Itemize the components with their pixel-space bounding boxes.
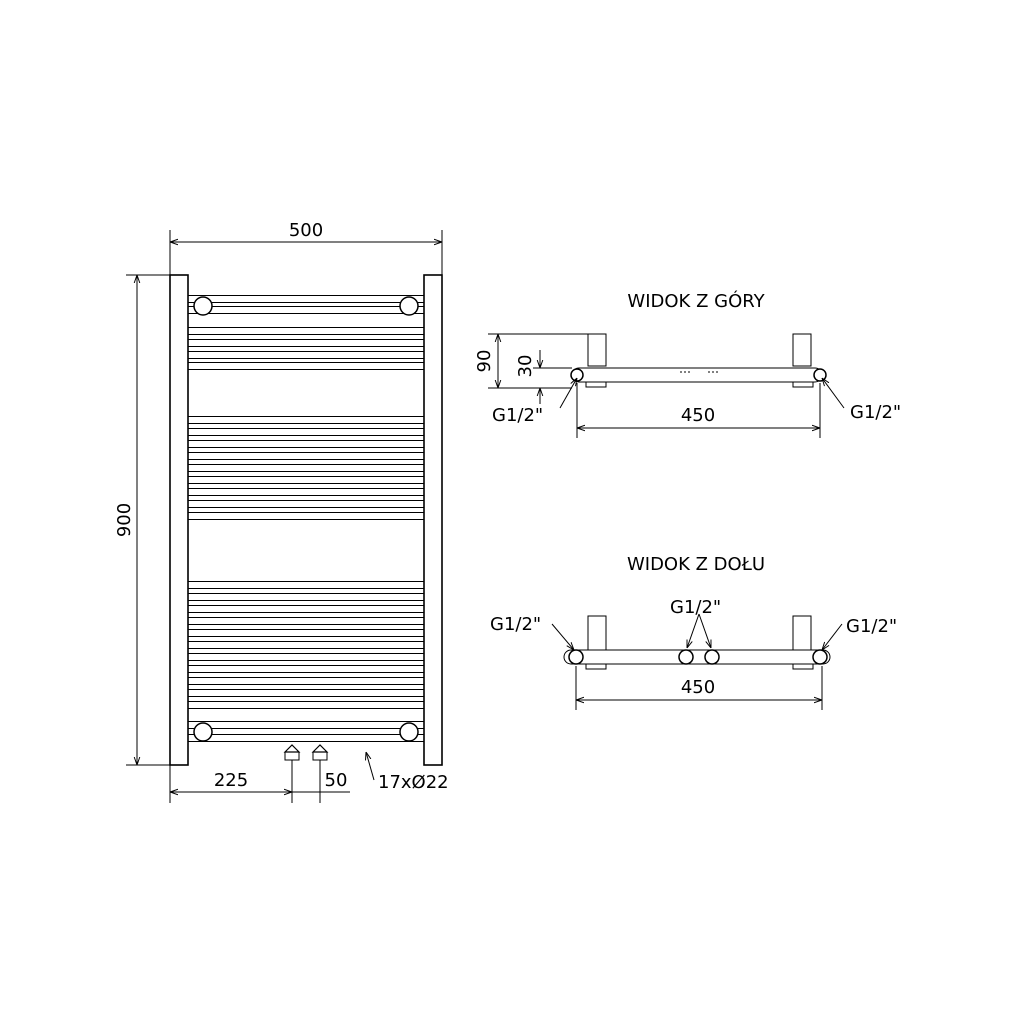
- valve-right: [311, 744, 329, 753]
- top-left-conn-label: G1/2": [492, 405, 543, 426]
- tube: [187, 581, 425, 589]
- tube: [187, 452, 425, 460]
- bottom-left-bracket: [587, 615, 607, 651]
- tubes-label: 17xØ22: [378, 772, 449, 793]
- top-connectors: [193, 296, 419, 316]
- width-label: 500: [289, 220, 323, 241]
- tubes: [187, 295, 425, 742]
- bottom-right-cap: [399, 722, 419, 742]
- top-left-conn: [570, 368, 584, 382]
- valve-right-body: [312, 751, 328, 761]
- bottom-left-cap: [193, 722, 213, 742]
- bottom-connectors: [193, 722, 419, 742]
- tube: [187, 641, 425, 649]
- offset30-label: 30: [515, 355, 536, 378]
- top-left-cap: [193, 296, 213, 316]
- top-right-cap: [399, 296, 419, 316]
- bottom-width-label: 450: [681, 677, 715, 698]
- bottom-bar: [563, 649, 831, 665]
- tube: [187, 512, 425, 520]
- bottom-view-title: WIDOK Z DOŁU: [627, 554, 765, 575]
- tube: [187, 677, 425, 685]
- tube: [187, 339, 425, 347]
- top-view-title: WIDOK Z GÓRY: [627, 290, 765, 312]
- tube: [187, 500, 425, 508]
- front-view: 500 900 225 50 17xØ22: [114, 220, 449, 803]
- tube: [187, 327, 425, 335]
- tube: [187, 629, 425, 637]
- height-label: 900: [114, 503, 135, 537]
- bottom-left-conn-label: G1/2": [490, 614, 541, 635]
- bottom-valves: [283, 744, 329, 761]
- height-dimension: 900: [114, 274, 170, 766]
- tube: [187, 689, 425, 697]
- bottom-center-conn-1: [678, 649, 694, 665]
- tube: [187, 653, 425, 661]
- top-width-dimension: 450: [576, 383, 821, 438]
- top-right-conn: [813, 368, 827, 382]
- tube: [187, 306, 425, 314]
- tube: [187, 593, 425, 601]
- right-column: [423, 274, 443, 766]
- bottom-view: WIDOK Z DOŁU G1/2" G1/2" G1/2" 450: [490, 554, 897, 710]
- top-right-bracket: [792, 333, 812, 367]
- top-left-bracket: [587, 333, 607, 367]
- width-dimension: 500: [169, 220, 443, 275]
- depth-dimension: 90: [474, 333, 595, 389]
- valve-left: [283, 744, 301, 753]
- tube: [187, 605, 425, 613]
- bottom-width-dimension: 450: [575, 666, 823, 710]
- top-bar: [571, 367, 823, 383]
- tube: [187, 428, 425, 436]
- depth-label: 90: [474, 350, 495, 373]
- tube: [187, 464, 425, 472]
- tube: [187, 362, 425, 370]
- top-width-label: 450: [681, 405, 715, 426]
- bottom-right-conn-label: G1/2": [846, 616, 897, 637]
- bottom-center-conn-label: G1/2": [670, 597, 721, 618]
- tube: [187, 721, 425, 729]
- tube: [187, 734, 425, 742]
- tube: [187, 416, 425, 424]
- top-right-conn-label: G1/2": [850, 402, 901, 423]
- bottom-right-bracket: [792, 615, 812, 651]
- tube: [187, 476, 425, 484]
- tube: [187, 488, 425, 496]
- tube: [187, 617, 425, 625]
- left-column: [169, 274, 189, 766]
- offset-label: 225: [214, 770, 248, 791]
- valve-left-body: [284, 751, 300, 761]
- bottom-offset-dimensions: 225 50: [169, 760, 350, 803]
- tube: [187, 665, 425, 673]
- offset30-dimension: 30: [515, 350, 572, 404]
- bottom-center-conn-2: [704, 649, 720, 665]
- tube: [187, 351, 425, 359]
- bottom-left-conn: [568, 649, 584, 665]
- bottom-right-conn: [812, 649, 828, 665]
- tube: [187, 440, 425, 448]
- spacing-label: 50: [325, 770, 348, 791]
- tube: [187, 295, 425, 303]
- top-view: WIDOK Z GÓRY 90 30 G1/2": [474, 290, 901, 438]
- tube: [187, 701, 425, 709]
- tubes-leader: 17xØ22: [366, 752, 449, 793]
